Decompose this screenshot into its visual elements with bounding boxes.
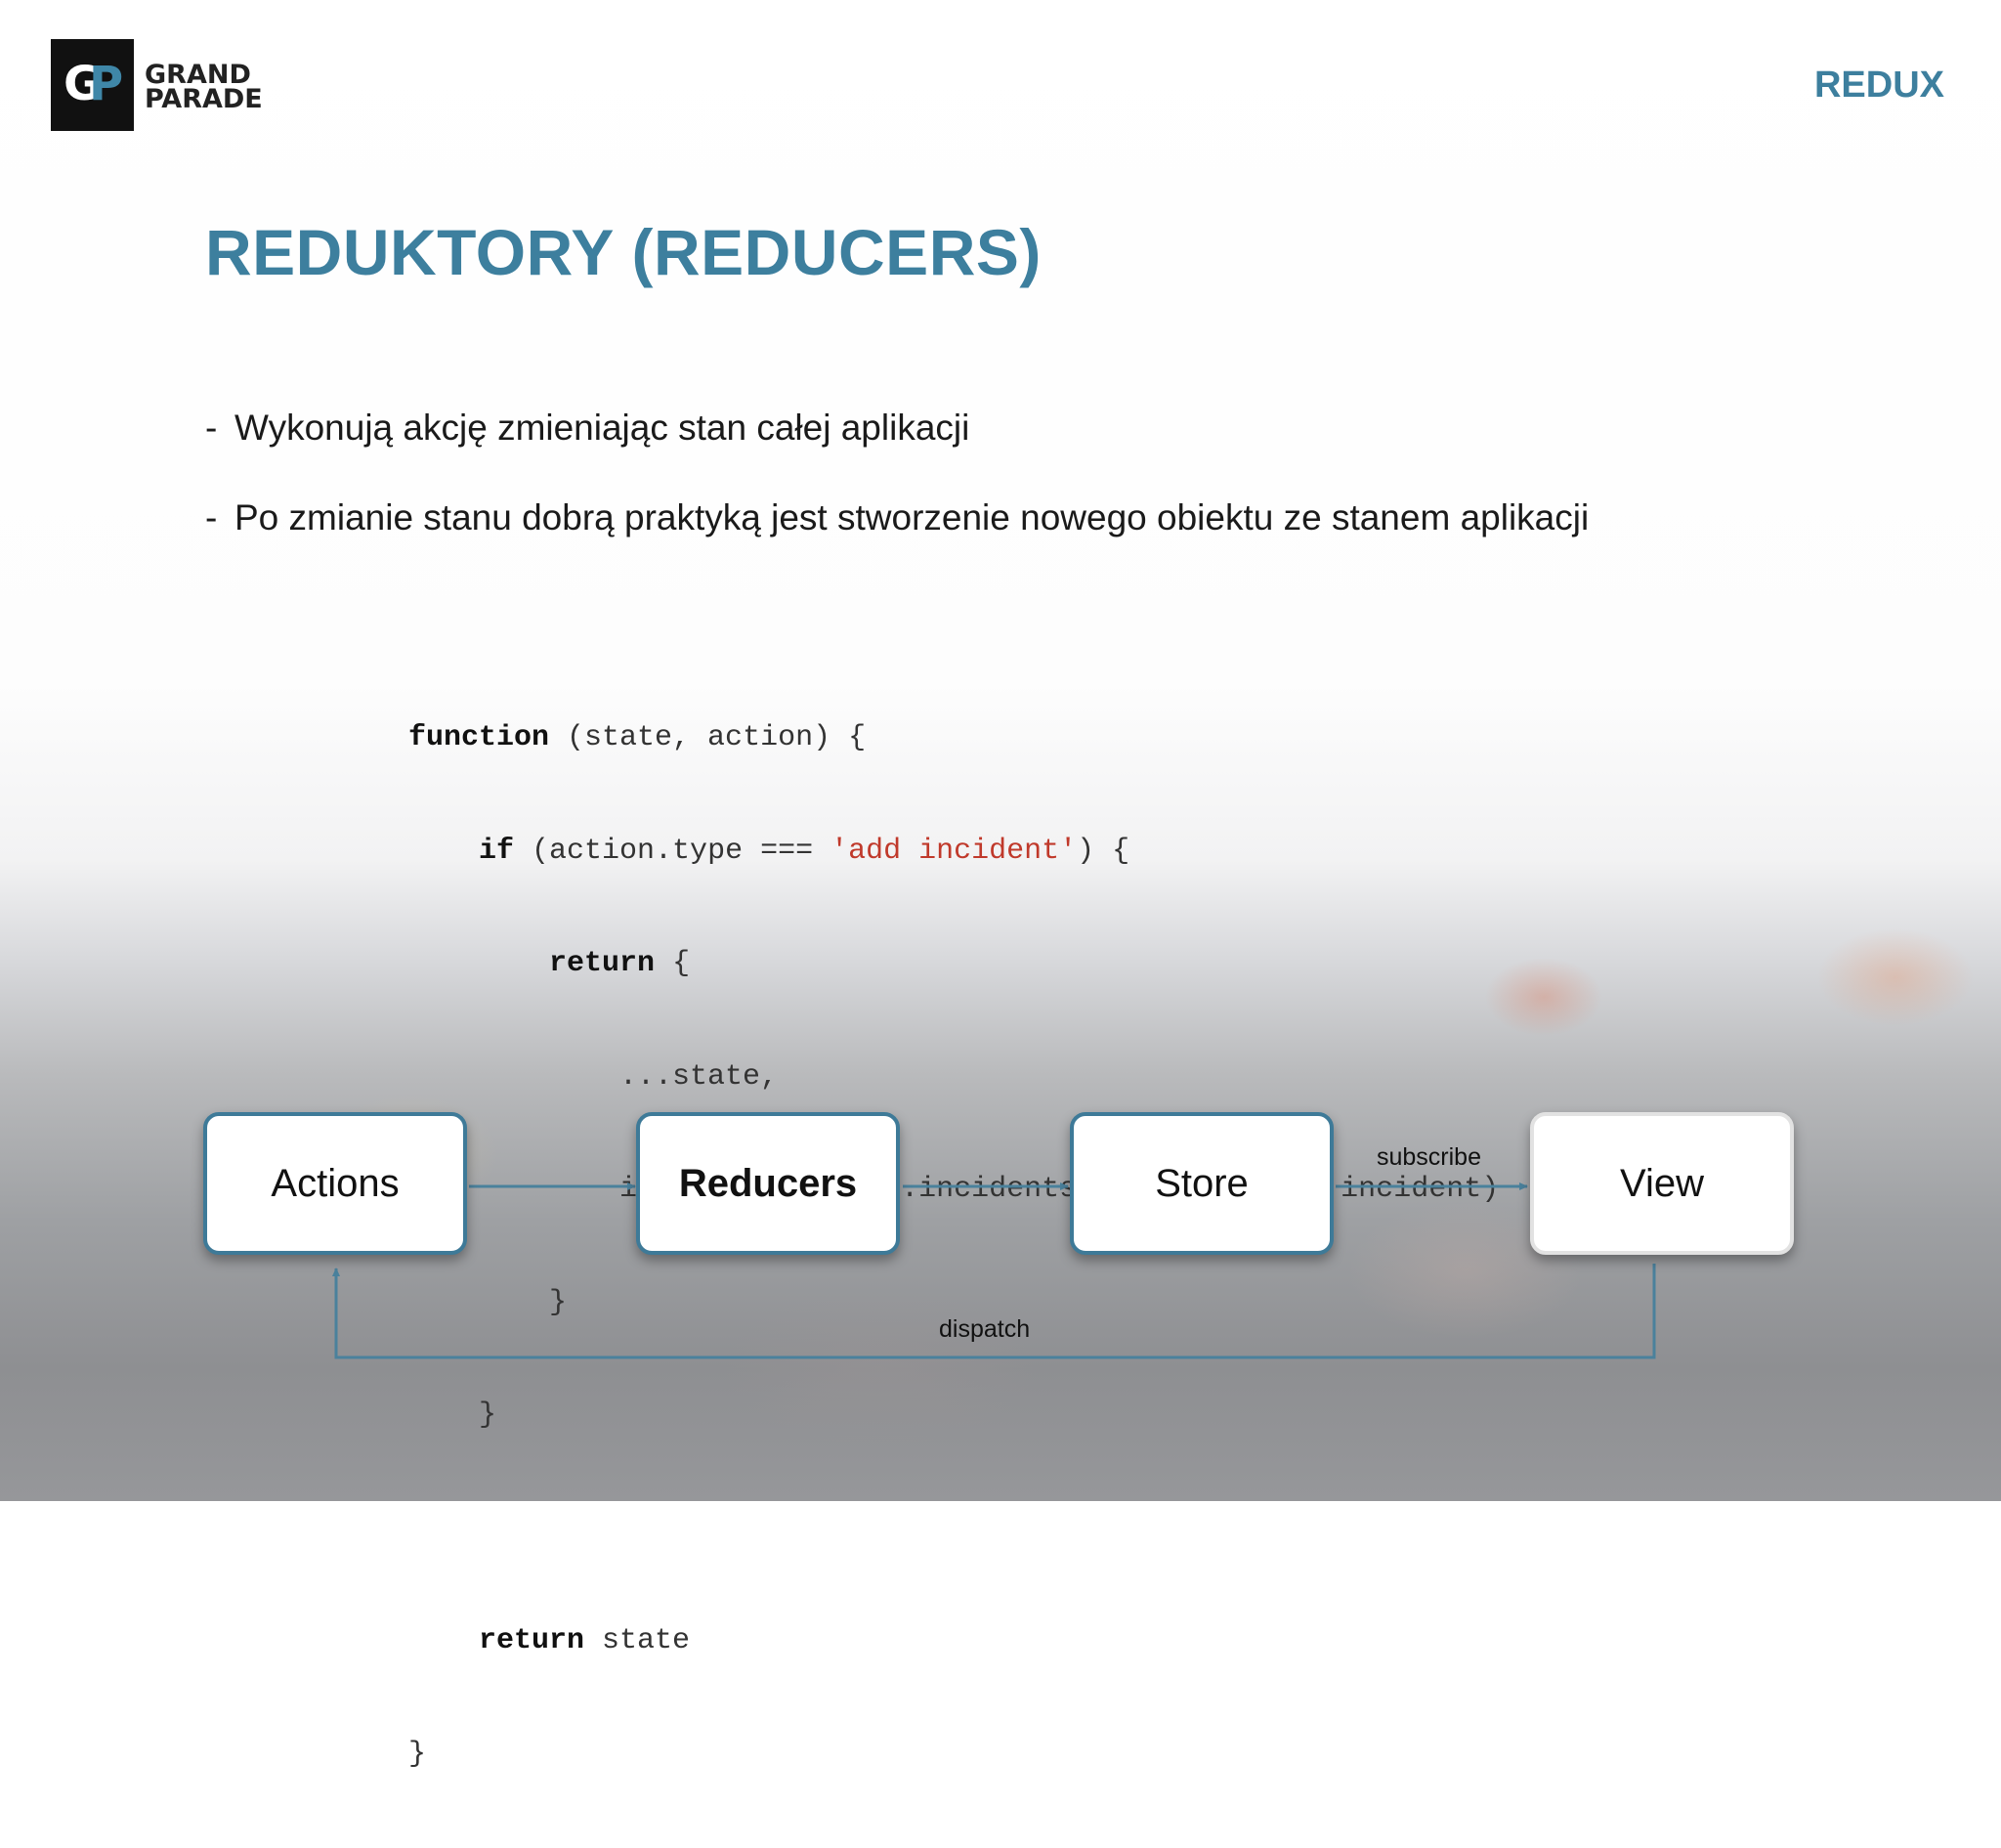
grand-parade-logo: G P GRAND PARADE — [51, 39, 270, 131]
code-line — [408, 1510, 1499, 1548]
reducers-label: Reducers — [678, 1161, 858, 1205]
code-text: ) { — [1077, 834, 1130, 868]
bullet-item: - Wykonują akcję zmieniając stan całej a… — [205, 405, 1589, 451]
code-line: function (state, action) { — [408, 719, 1499, 757]
actions-node: Actions — [203, 1112, 467, 1255]
redux-flow-diagram: Actions Reducers Store View subscribe di… — [203, 1112, 1794, 1359]
logo-wordmark: GRAND PARADE — [145, 60, 263, 114]
section-label: REDUX — [1813, 64, 1944, 106]
reducers-node: Reducers — [636, 1112, 900, 1255]
store-label: Store — [1155, 1161, 1249, 1205]
code-keyword: return — [549, 947, 656, 980]
code-keyword: if — [479, 834, 515, 868]
logo-line-1: GRAND — [145, 60, 251, 90]
code-text: (action.type === — [514, 834, 831, 868]
code-keyword: function — [408, 721, 550, 754]
diagram-connectors — [332, 1182, 1656, 1359]
logo-mark-g: G — [64, 57, 103, 111]
bullet-text: Wykonują akcję zmieniając stan całej apl… — [234, 408, 970, 448]
dispatch-label: dispatch — [939, 1315, 1031, 1343]
code-text: state — [584, 1624, 691, 1657]
code-line: return state — [408, 1622, 1499, 1660]
code-indent — [408, 1624, 479, 1657]
view-label: View — [1620, 1161, 1704, 1205]
bullet-list: - Wykonują akcję zmieniając stan całej a… — [205, 405, 1589, 584]
bullet-dash: - — [205, 497, 218, 537]
logo-mark-p: P — [89, 57, 124, 111]
slide-title: REDUKTORY (REDUCERS) — [205, 216, 1042, 288]
code-line: ...state, — [408, 1059, 779, 1094]
bullet-dash: - — [205, 408, 218, 448]
code-line: } — [408, 1285, 568, 1319]
code-text: (state, action) { — [549, 721, 867, 754]
bullet-text: Po zmianie stanu dobrą praktyką jest stw… — [234, 497, 1590, 537]
subscribe-label: subscribe — [1377, 1143, 1481, 1171]
logo-line-2: PARADE — [145, 84, 263, 114]
code-text: { — [655, 947, 691, 980]
view-node: View — [1530, 1112, 1794, 1255]
bullet-item: - Po zmianie stanu dobrą praktyką jest s… — [205, 494, 1589, 541]
actions-label: Actions — [271, 1161, 400, 1205]
code-line: } — [408, 1737, 427, 1771]
logo-mark: G P — [51, 39, 134, 131]
arrow-view-to-actions — [332, 1264, 1656, 1359]
store-node: Store — [1070, 1112, 1334, 1255]
code-keyword: return — [479, 1624, 585, 1657]
code-line: return { — [408, 945, 1499, 983]
code-line: if (action.type === 'add incident') { — [408, 833, 1499, 871]
code-string: 'add incident' — [830, 834, 1078, 868]
code-line: } — [408, 1398, 497, 1432]
